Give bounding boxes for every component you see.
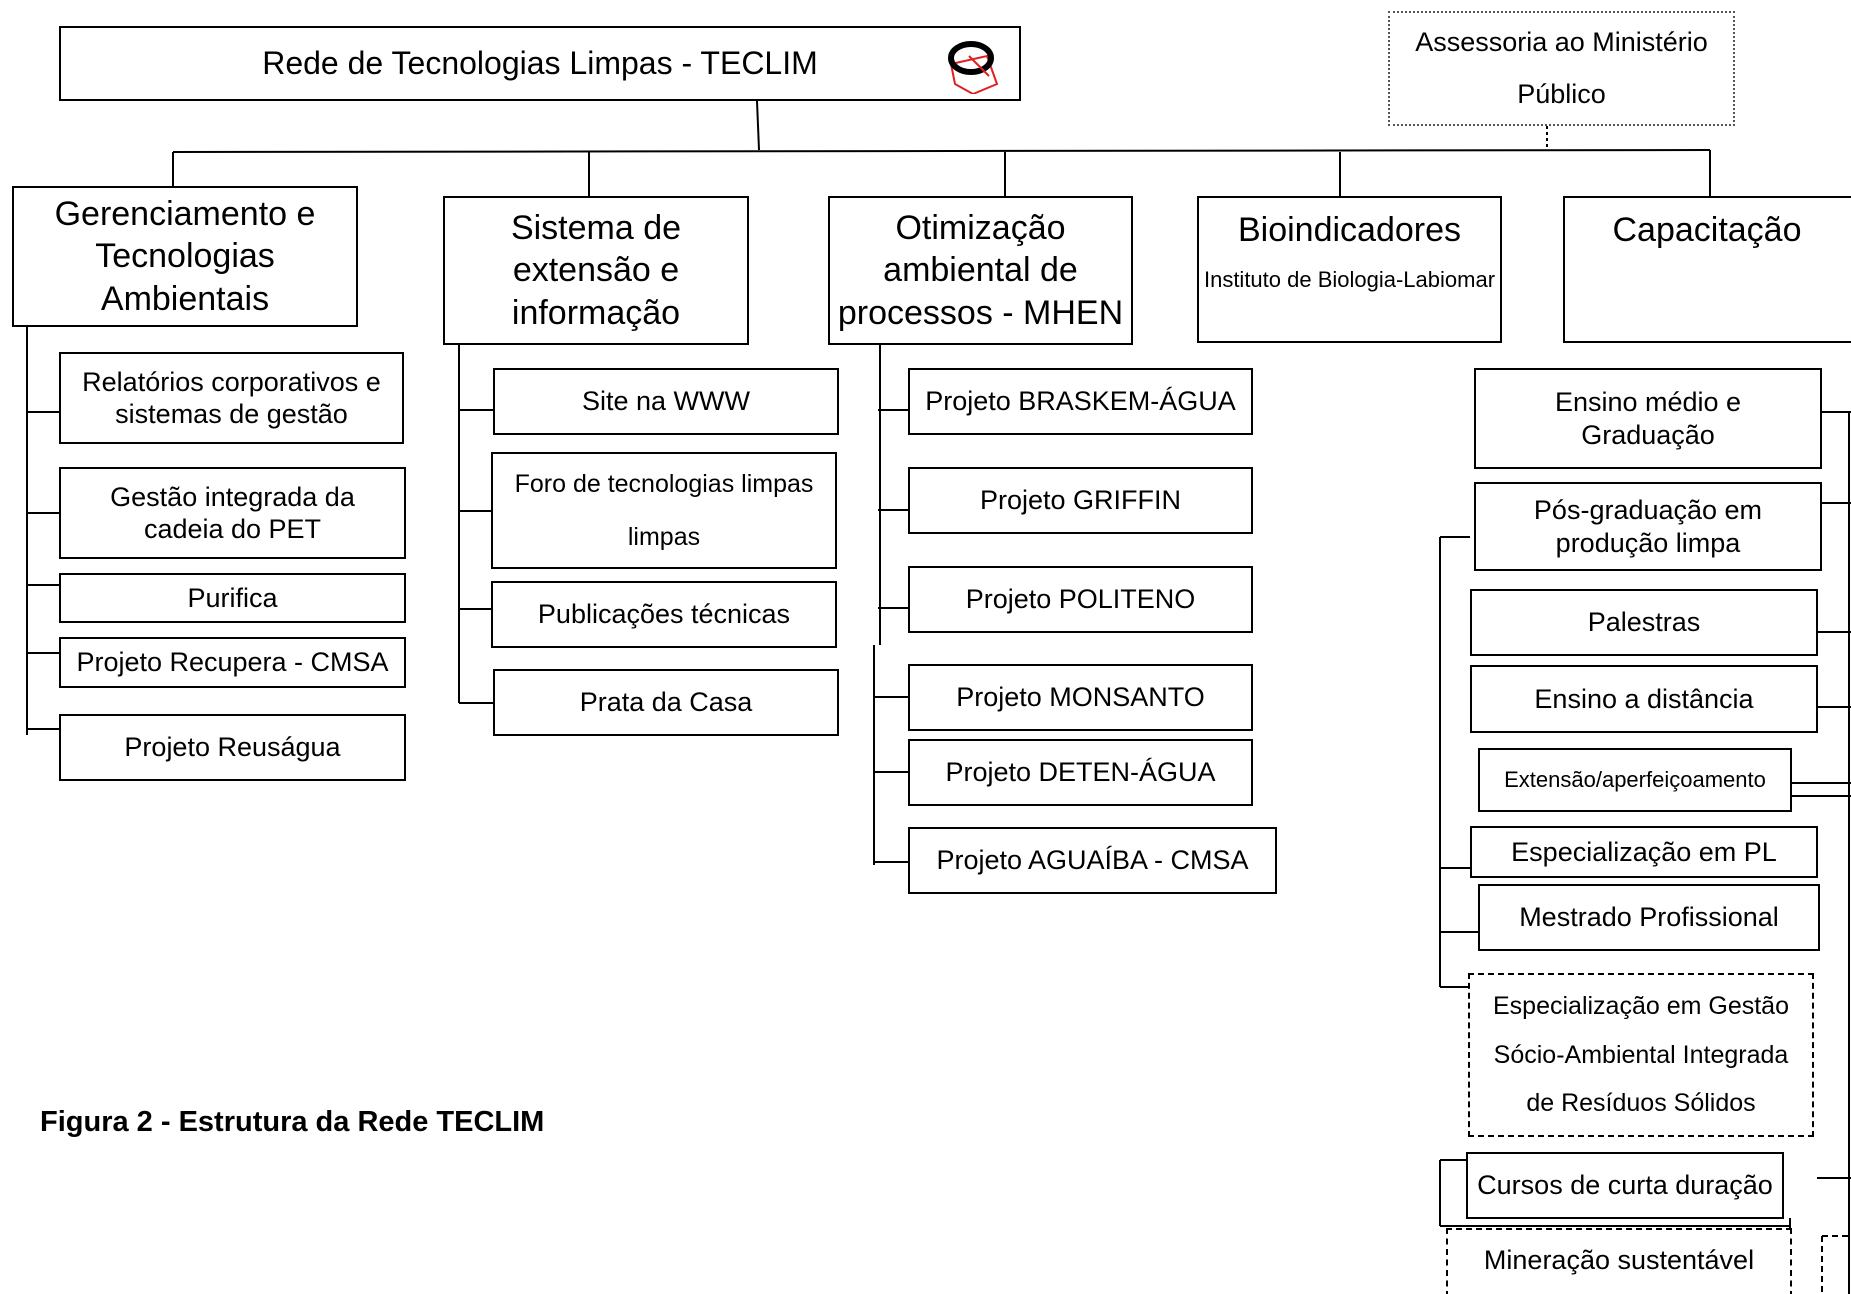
gerenciamento-item-1-label: Relatórios corporativos e sistemas de ge… (82, 366, 381, 429)
root-title: Rede de Tecnologias Limpas - TECLIM (262, 45, 818, 82)
capacitacao-item-6: Especialização em PL (1470, 826, 1818, 878)
otimizacao-item-3: Projeto POLITENO (908, 566, 1253, 633)
sistema-item-1-label: Site na WWW (581, 386, 750, 417)
otimizacao-item-6: Projeto AGUAÍBA - CMSA (908, 827, 1277, 894)
branch-otimizacao-title: Otimização ambiental de processos - MHEN (837, 208, 1124, 332)
assessoria-node: Assessoria ao Ministério Público (1388, 11, 1735, 126)
gerenciamento-item-5: Projeto Reuságua (59, 714, 406, 781)
branch-gerenciamento-title: Gerenciamento e Tecnologias Ambientais (54, 194, 316, 318)
branch-bioindicadores: Bioindicadores Instituto de Biologia-Lab… (1197, 196, 1502, 343)
capacitacao-item-3: Palestras (1470, 589, 1818, 656)
otimizacao-item-5-label: Projeto DETEN-ÁGUA (945, 757, 1216, 788)
branch-sistema-title: Sistema de extensão e informação (510, 208, 682, 332)
capacitacao-item-5-label: Extensão/aperfeiçoamento (1504, 766, 1766, 792)
teclim-logo-icon (948, 41, 999, 94)
capacitacao-item-8: Especialização em Gestão Sócio-Ambiental… (1468, 973, 1814, 1137)
branch-otimizacao: Otimização ambiental de processos - MHEN (828, 196, 1133, 345)
sistema-item-1: Site na WWW (493, 368, 839, 435)
gerenciamento-item-2: Gestão integrada da cadeia do PET (59, 467, 406, 559)
capacitacao-item-4: Ensino a distância (1470, 665, 1818, 733)
branch-capacitacao: Capacitação (1563, 196, 1851, 343)
capacitacao-item-3-label: Palestras (1587, 607, 1701, 638)
capacitacao-item-4-label: Ensino a distância (1534, 683, 1754, 714)
gerenciamento-item-3: Purifica (59, 573, 406, 623)
gerenciamento-item-4-label: Projeto Recupera - CMSA (76, 647, 389, 678)
gerenciamento-item-3-label: Purifica (187, 582, 278, 613)
branch-sistema: Sistema de extensão e informação (443, 196, 749, 345)
otimizacao-item-5: Projeto DETEN-ÁGUA (908, 739, 1253, 806)
branch-capacitacao-title: Capacitação (1612, 211, 1802, 249)
assessoria-label: Assessoria ao Ministério Público (1415, 27, 1708, 109)
capacitacao-item-9-label: Cursos de curta duração (1477, 1170, 1773, 1201)
root-node: Rede de Tecnologias Limpas - TECLIM (59, 26, 1021, 101)
otimizacao-item-6-label: Projeto AGUAÍBA - CMSA (936, 845, 1249, 876)
capacitacao-item-6-label: Especialização em PL (1511, 836, 1777, 867)
capacitacao-item-9: Cursos de curta duração (1466, 1152, 1784, 1219)
sistema-item-2-label: Foro de tecnologias limpas limpas (514, 470, 814, 551)
capacitacao-item-7-label: Mestrado Profissional (1519, 902, 1779, 933)
sistema-item-3: Publicações técnicas (491, 581, 837, 648)
capacitacao-item-2-label: Pós-graduação em produção limpa (1533, 495, 1763, 558)
otimizacao-item-3-label: Projeto POLITENO (965, 584, 1196, 615)
sistema-item-4: Prata da Casa (493, 669, 839, 736)
capacitacao-item-1-label: Ensino médio e Graduação (1554, 387, 1742, 450)
otimizacao-item-4-label: Projeto MONSANTO (956, 682, 1205, 713)
capacitacao-item-8-label: Especialização em Gestão Sócio-Ambiental… (1493, 991, 1789, 1118)
branch-bioindicadores-subtitle: Instituto de Biologia-Labiomar (1203, 266, 1496, 292)
capacitacao-item-10: Mineração sustentável (1446, 1228, 1792, 1294)
gerenciamento-item-5-label: Projeto Reuságua (124, 732, 341, 763)
capacitacao-item-1: Ensino médio e Graduação (1474, 368, 1822, 469)
otimizacao-item-1: Projeto BRASKEM-ÁGUA (908, 368, 1253, 435)
otimizacao-item-2: Projeto GRIFFIN (908, 467, 1253, 534)
gerenciamento-item-1: Relatórios corporativos e sistemas de ge… (59, 352, 404, 444)
branch-gerenciamento: Gerenciamento e Tecnologias Ambientais (12, 186, 358, 327)
gerenciamento-item-4: Projeto Recupera - CMSA (59, 637, 406, 688)
capacitacao-item-2: Pós-graduação em produção limpa (1474, 482, 1822, 571)
otimizacao-item-1-label: Projeto BRASKEM-ÁGUA (925, 386, 1236, 417)
otimizacao-item-2-label: Projeto GRIFFIN (979, 485, 1182, 516)
otimizacao-item-4: Projeto MONSANTO (908, 664, 1253, 731)
sistema-item-3-label: Publicações técnicas (537, 599, 791, 630)
sistema-item-4-label: Prata da Casa (579, 687, 753, 718)
capacitacao-item-10-label: Mineração sustentável (1483, 1245, 1755, 1275)
figure-caption: Figura 2 - Estrutura da Rede TECLIM (40, 1106, 545, 1138)
capacitacao-item-7: Mestrado Profissional (1478, 884, 1820, 951)
gerenciamento-item-2-label: Gestão integrada da cadeia do PET (110, 481, 355, 544)
sistema-item-2: Foro de tecnologias limpas limpas (491, 452, 837, 569)
branch-bioindicadores-title: Bioindicadores (1237, 211, 1462, 249)
capacitacao-item-5: Extensão/aperfeiçoamento (1478, 748, 1792, 812)
